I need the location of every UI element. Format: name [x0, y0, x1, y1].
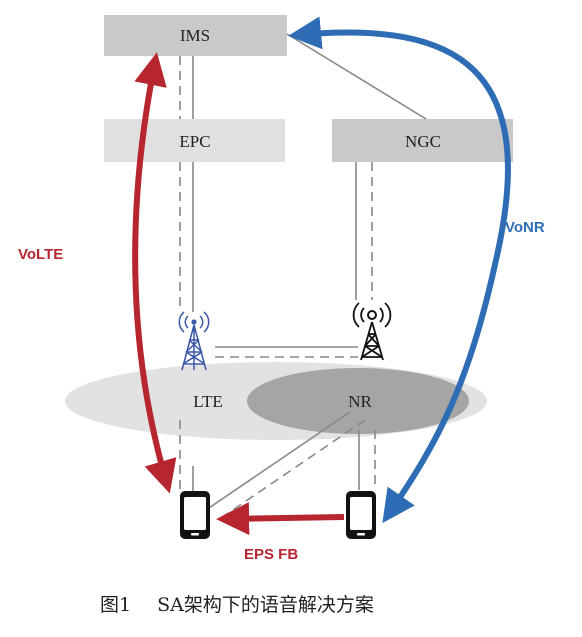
- epc-box: [104, 119, 285, 162]
- nr-phone-icon: [346, 491, 376, 539]
- volte-label: VoLTE: [18, 246, 63, 263]
- vonr-label: VoNR: [505, 219, 545, 236]
- ims-box: [104, 15, 287, 56]
- figure-caption-text: SA架构下的语音解决方案: [157, 594, 374, 616]
- eps-fb-arrow: [216, 502, 345, 536]
- ngc-label: NGC: [405, 132, 441, 151]
- volte-arrow: [132, 52, 177, 494]
- lte-label: LTE: [193, 392, 223, 411]
- ims-label: IMS: [180, 26, 210, 45]
- nr-tower-icon: [352, 302, 392, 361]
- lte-phone-icon: [180, 491, 210, 539]
- figure-number: 图1: [100, 594, 131, 616]
- lte-tower-icon: [178, 311, 210, 371]
- figure-caption: 图1 SA架构下的语音解决方案: [100, 594, 374, 616]
- epc-label: EPC: [179, 132, 210, 151]
- vonr-arrow: [288, 16, 511, 524]
- nr-label: NR: [348, 392, 372, 411]
- eps-fb-label: EPS FB: [244, 546, 298, 563]
